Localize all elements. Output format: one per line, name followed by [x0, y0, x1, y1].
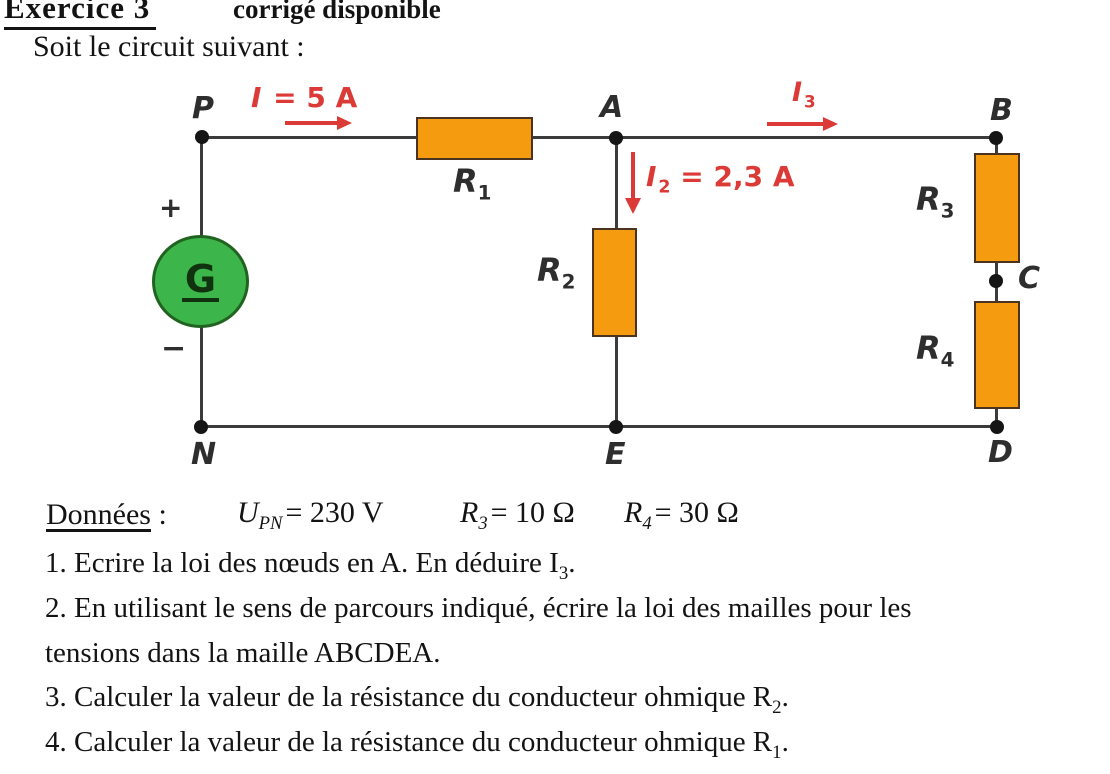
resistor-r4: [974, 301, 1020, 409]
node-label-a: A: [600, 90, 624, 125]
intro-text: Soit le circuit suivant :: [33, 30, 305, 63]
node-label-c: C: [1018, 261, 1041, 296]
resistor-r3: [974, 153, 1020, 263]
corrige-badge: corrigé disponible: [233, 0, 441, 24]
node-label-n: N: [191, 437, 217, 472]
generator-symbol: G: [152, 235, 249, 328]
question-2-line-1: 2. En utilisant le sens de parcours indi…: [45, 592, 912, 624]
donnees-label: Données :: [46, 498, 167, 531]
node-dot-n: [194, 420, 208, 434]
donnees-r3: R3= 10 Ω: [460, 496, 575, 534]
plus-sign: +: [159, 191, 183, 224]
donnees-r4: R4= 30 Ω: [624, 496, 739, 534]
current-arrow-i3: [767, 117, 838, 131]
node-dot-p: [195, 130, 209, 144]
node-dot-a: [609, 131, 623, 145]
question-4: 4. Calculer la valeur de la résistance d…: [45, 726, 789, 763]
minus-sign: −: [161, 331, 187, 366]
resistor-label-r4: R4: [916, 329, 955, 372]
node-label-p: P: [192, 91, 214, 126]
node-label-b: B: [990, 93, 1013, 128]
resistor-label-r2: R2: [537, 251, 576, 294]
generator-label: G: [181, 260, 220, 303]
node-dot-e: [609, 420, 623, 434]
current-arrow-i2: [625, 152, 641, 214]
question-3: 3. Calculer la valeur de la résistance d…: [45, 681, 789, 718]
node-dot-b: [989, 131, 1003, 145]
resistor-label-r3: R3: [916, 180, 955, 223]
question-1: 1. Ecrire la loi des nœuds en A. En dédu…: [45, 547, 576, 584]
wire-top: [202, 136, 997, 139]
resistor-r1: [416, 117, 533, 160]
wire-bottom: [200, 425, 998, 428]
node-label-d: D: [988, 435, 1013, 470]
node-dot-c: [989, 274, 1003, 288]
resistor-label-r1: R1: [453, 162, 492, 205]
resistor-r2: [592, 228, 637, 337]
question-2-line-2: tensions dans la maille ABCDEA.: [45, 637, 441, 669]
node-dot-d: [990, 420, 1004, 434]
current-label-i: I = 5 A: [251, 81, 358, 114]
donnees-upn: UPN= 230 V: [237, 496, 384, 534]
node-label-e: E: [605, 437, 626, 472]
exercise-title: Exercice 3: [4, 0, 157, 30]
current-arrow-i: [285, 116, 352, 130]
